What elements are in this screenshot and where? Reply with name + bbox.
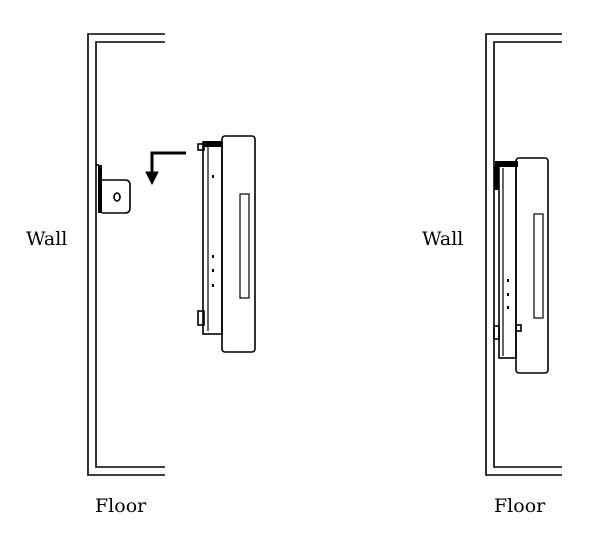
panel-mounted bbox=[485, 33, 562, 476]
wall-outline bbox=[87, 33, 165, 476]
wall-label-before: Wall bbox=[26, 228, 67, 250]
panel-before-mounting bbox=[87, 33, 256, 476]
wall-bracket bbox=[96, 164, 131, 214]
floor-label-mounted: Floor bbox=[494, 495, 546, 517]
floor-label-before: Floor bbox=[95, 495, 147, 517]
bracket-hole bbox=[113, 192, 121, 202]
heater-unit-mounted bbox=[493, 157, 549, 374]
wall-outline-mounted bbox=[485, 33, 562, 476]
heater-unit bbox=[197, 135, 256, 353]
wall-label-mounted: Wall bbox=[422, 228, 463, 250]
mounting-arrow bbox=[145, 151, 186, 186]
